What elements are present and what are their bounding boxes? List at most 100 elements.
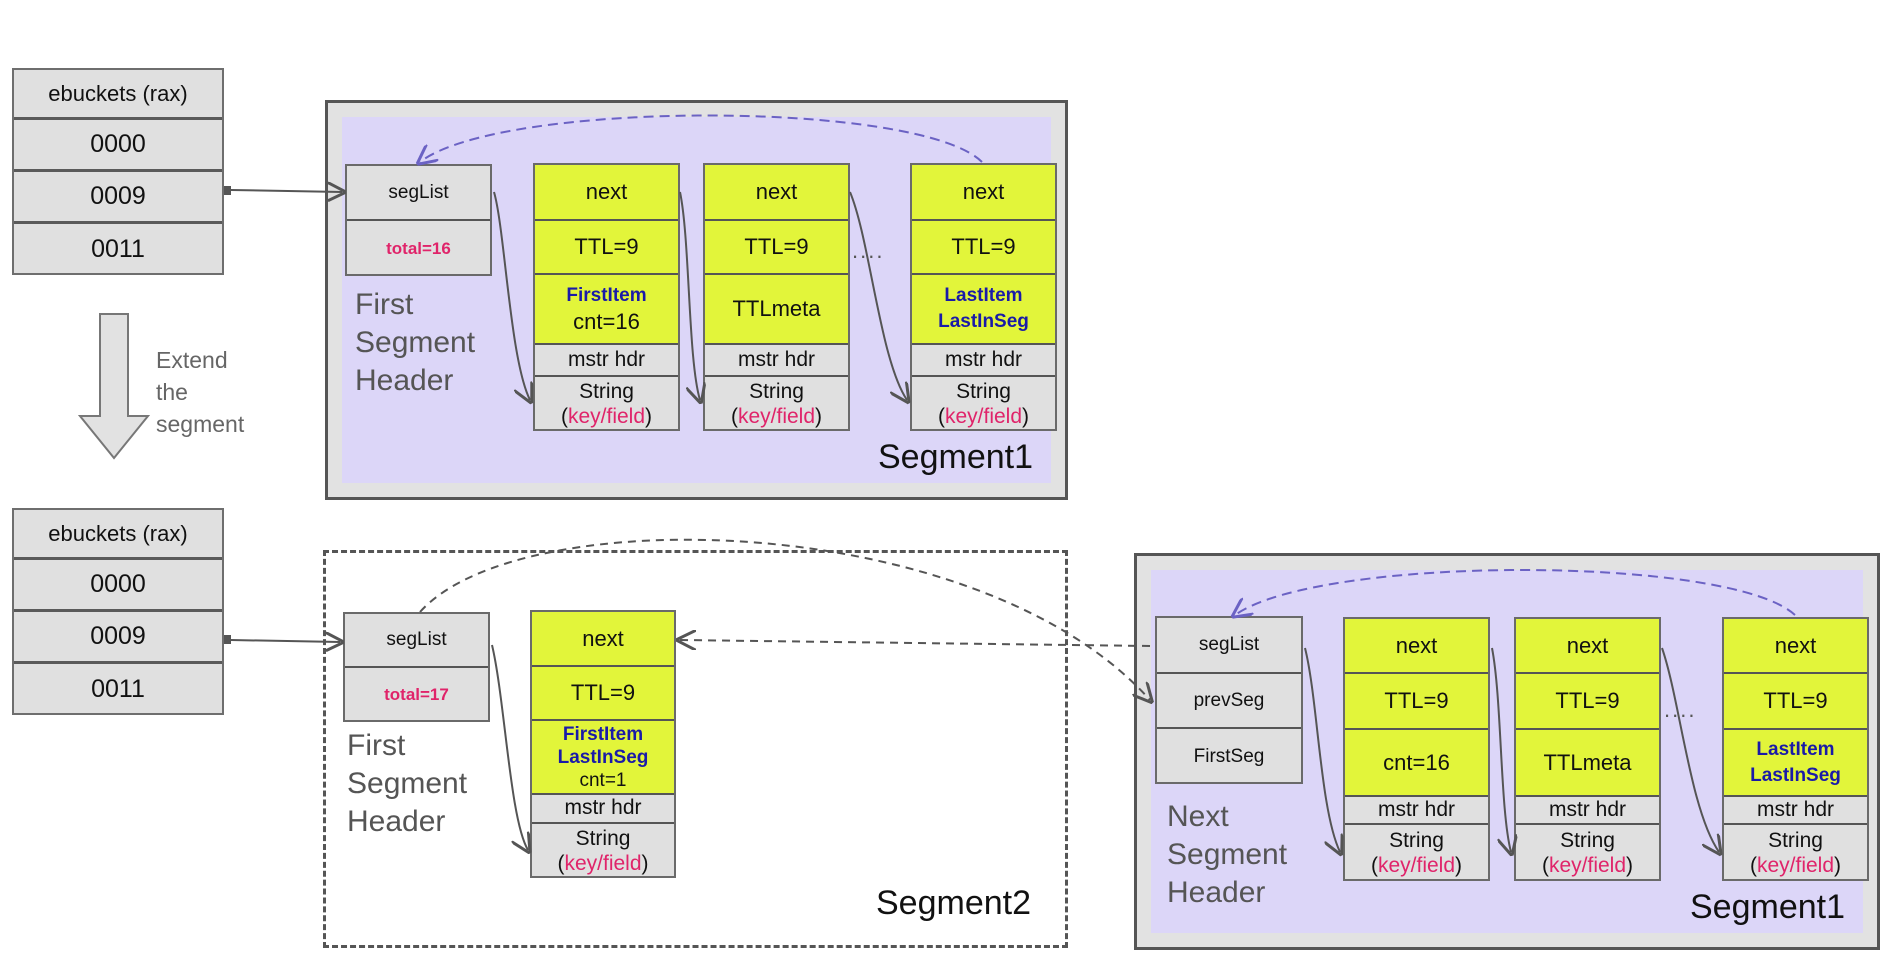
meta-field: TTLmeta [705,275,848,345]
meta-line: LastItem [944,285,1023,306]
string-field: String (key/field) [532,824,674,878]
meta-line: LastInSeg [557,746,649,768]
string-label: String [1389,829,1444,852]
extend-arrow-icon [78,313,150,460]
meta-line: LastInSeg [1750,764,1841,786]
string-label: String [579,380,634,403]
segment-header-top: segList total=16 [345,164,492,276]
extend-label-line: segment [156,411,245,437]
ebuckets-row: 0000 [14,120,222,172]
string-field: String(key/field) [1345,825,1488,881]
meta-line: cnt=16 [1383,749,1450,775]
ttl-field: TTL=9 [912,221,1055,275]
mstr-hdr-field: mstr hdr [705,345,848,377]
caption-line: Header [355,364,454,397]
key-field-text: key/field [737,405,816,428]
firstseg-field: FirstSeg [1193,745,1265,767]
key-field-text: key/field [567,405,646,428]
string-label: String [1560,829,1615,852]
string-label: String [749,380,804,403]
total-field: total=16 [386,238,451,258]
mstr-hdr-field: mstr hdr [535,345,678,377]
next-field: next [912,165,1055,221]
ttl-field: TTL=9 [1724,674,1867,730]
key-field-label: (key/field) [560,405,653,428]
ebuckets-table-top: ebuckets (rax) 0000 0009 0011 [12,68,224,275]
ttl-field: TTL=9 [535,221,678,275]
meta-line: LastInSeg [938,311,1029,332]
ttl-field: TTL=9 [1345,674,1488,730]
ebuckets-row: 0009 [14,172,222,224]
seglist-field: segList [347,166,490,221]
caption-line: First [355,288,414,321]
first-segment-header-caption: First Segment Header [347,727,467,841]
extend-label: Extend the segment [156,344,244,440]
ellipsis: .... [1664,697,1697,722]
next-segment-header-caption: Next Segment Header [1167,798,1287,912]
next-field: next [1724,619,1867,674]
next-field: next [705,165,848,221]
caption-line: Segment [1167,838,1288,871]
caption-line: Header [1167,876,1266,909]
key-field-label: (key/field) [1541,854,1634,877]
meta-line: FirstItem [566,285,647,306]
next-field: next [532,612,674,667]
ttl-field: TTL=9 [1516,674,1659,730]
meta-line: TTLmeta [732,296,821,321]
meta-field: FirstItem cnt=16 [535,275,678,345]
key-field-text: key/field [944,405,1023,428]
ttl-field: TTL=9 [532,667,674,721]
ebuckets-row: 0011 [91,234,145,263]
ebuckets-title: ebuckets (rax) [14,510,222,560]
string-field: String(key/field) [912,377,1055,431]
mstr-hdr-field: mstr hdr [1345,797,1488,825]
segment2-label: Segment2 [876,884,1031,922]
key-field-text: key/field [1548,854,1627,877]
key-field-label: (key/field) [557,852,649,875]
meta-field: FirstItem LastInSeg cnt=1 [532,721,674,795]
caption-line: Header [347,805,446,838]
mstr-hdr-field: mstr hdr [532,795,674,824]
string-label: String [956,380,1011,403]
total-field: total=17 [384,685,449,705]
extend-label-line: the [156,379,188,405]
next-field: next [535,165,678,221]
ttl-field: TTL=9 [705,221,848,275]
segment1-label-top: Segment1 [878,438,1033,476]
key-field-label: (key/field) [730,405,823,428]
string-label: String [1768,829,1823,852]
meta-line: LastItem [1756,738,1835,760]
ebuckets-title: ebuckets (rax) [14,70,222,120]
pointer-dot [224,635,231,644]
string-field: String(key/field) [535,377,678,431]
caption-line: Next [1167,800,1229,833]
extend-label-line: Extend [156,347,228,373]
seglist-field: segList [345,614,488,668]
next-segment-header: segList prevSeg FirstSeg [1155,616,1303,784]
meta-line: cnt=1 [579,769,627,791]
seglist-field: segList [1157,618,1301,674]
string-field: String(key/field) [705,377,848,431]
meta-field: cnt=16 [1345,730,1488,797]
ebuckets-row: 0009 [14,612,222,664]
caption-line: First [347,729,406,762]
string-field: String(key/field) [1724,825,1867,881]
string-field: String(key/field) [1516,825,1659,881]
pointer-dot [224,186,231,195]
meta-line: cnt=16 [573,309,640,334]
string-label: String [575,827,631,850]
segment1-label-bottom: Segment1 [1690,888,1845,926]
key-field-text: key/field [564,852,642,875]
caption-line: Segment [355,326,476,359]
caption-line: Segment [347,767,468,800]
next-field: next [1345,619,1488,674]
prevseg-field: prevSeg [1157,674,1301,729]
segment2-item: next TTL=9 FirstItem LastInSeg cnt=1 mst… [530,610,676,878]
next-field: next [1516,619,1659,674]
meta-line: FirstItem [562,723,644,745]
